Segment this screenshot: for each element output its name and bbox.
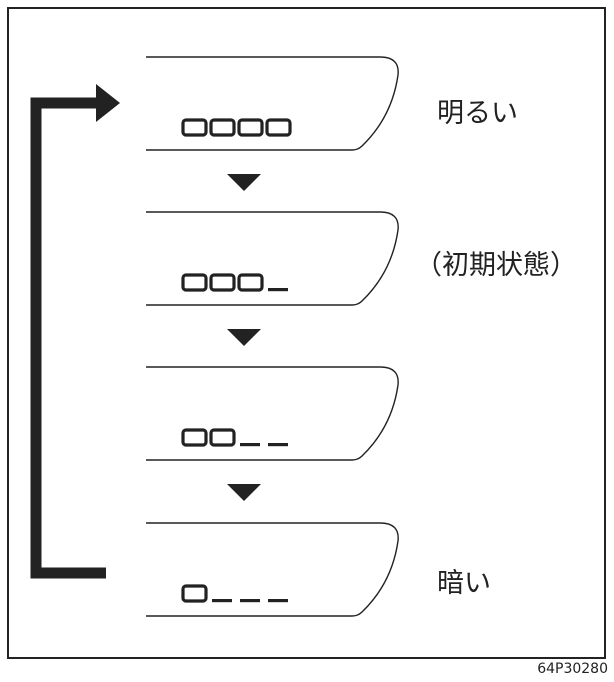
- segment-underscore: [268, 599, 288, 603]
- segment-underscore: [268, 443, 288, 447]
- loop-bracket: [30, 97, 106, 579]
- segment-digit: [265, 118, 292, 137]
- segment-digit: [209, 118, 236, 137]
- display-panel-3: [146, 522, 399, 617]
- segment-underscore: [268, 288, 288, 292]
- segment-digit: [181, 584, 208, 603]
- figure-code: 64P30280: [537, 661, 608, 677]
- level-label-dark: 暗い: [437, 568, 491, 599]
- display-panel-0: [146, 56, 399, 151]
- level-label-bright: 明るい: [437, 98, 518, 129]
- display-panel-1: [146, 211, 399, 306]
- segment-digit: [237, 273, 264, 292]
- display-outline: [146, 522, 399, 617]
- segment-underscore: [240, 599, 260, 603]
- down-arrow-icon: [227, 174, 261, 191]
- down-arrow-icon: [227, 484, 261, 501]
- display-outline: [146, 56, 399, 151]
- display-outline: [146, 211, 399, 306]
- display-outline: [146, 366, 399, 461]
- level-label-initial: （初期状態）: [415, 250, 577, 281]
- segment-digit: [181, 273, 208, 292]
- segment-digit: [181, 118, 208, 137]
- display-panel-2: [146, 366, 399, 461]
- segment-underscore: [212, 599, 232, 603]
- segment-digit: [209, 428, 236, 447]
- segment-digit: [237, 118, 264, 137]
- loop-arrowhead-icon: [96, 84, 120, 122]
- segment-digit: [209, 273, 236, 292]
- diagram-frame: [7, 7, 606, 659]
- down-arrow-icon: [227, 329, 261, 346]
- segment-digit: [181, 428, 208, 447]
- segment-underscore: [240, 443, 260, 447]
